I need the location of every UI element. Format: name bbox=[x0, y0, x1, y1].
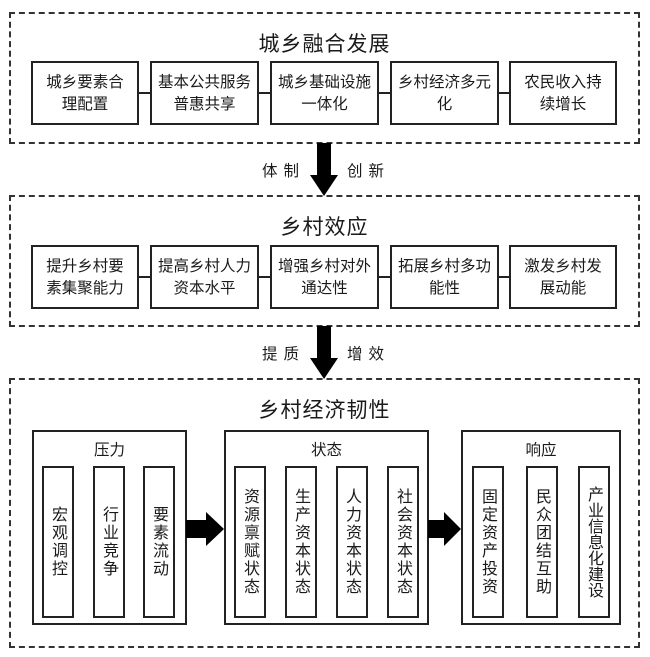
node-box: 提升乡村要素集聚能力 bbox=[31, 245, 139, 309]
right-arrow-icon bbox=[428, 512, 461, 546]
indicator-label: 生产资本状态 bbox=[292, 488, 311, 596]
arrow-label-right: 增效 bbox=[347, 345, 391, 363]
connector-line bbox=[259, 92, 270, 94]
indicator-column: 社会资本状态 bbox=[387, 466, 419, 618]
node-box: 城乡基础设施一体化 bbox=[270, 61, 379, 125]
section-title: 乡村效应 bbox=[280, 215, 369, 239]
node-box: 城乡要素合理配置 bbox=[31, 61, 139, 125]
indicator-label: 社会资本状态 bbox=[394, 488, 413, 596]
panel-title: 响应 bbox=[525, 441, 557, 459]
connector-line bbox=[379, 92, 390, 94]
indicator-column: 行业竞争 bbox=[93, 466, 125, 618]
indicator-column: 资源禀赋状态 bbox=[234, 466, 266, 618]
indicator-label: 行业竞争 bbox=[100, 506, 119, 578]
section-rural-economic-resilience: 乡村经济韧性 bbox=[9, 378, 640, 648]
node-box: 基本公共服务普惠共享 bbox=[150, 61, 259, 125]
connector-line bbox=[499, 92, 509, 94]
down-arrow-icon bbox=[310, 143, 338, 196]
right-arrow-icon bbox=[186, 512, 224, 546]
arrow-label-left: 体制 bbox=[262, 162, 306, 180]
indicator-label: 民众团结互助 bbox=[533, 488, 552, 596]
arrow-label-left: 提质 bbox=[262, 345, 306, 363]
connector-line bbox=[259, 276, 270, 278]
connector-line bbox=[139, 276, 150, 278]
section-title: 乡村经济韧性 bbox=[258, 398, 391, 422]
node-box: 增强乡村对外通达性 bbox=[270, 245, 379, 309]
indicator-column: 产业信息化建设 bbox=[578, 466, 610, 618]
indicator-column: 人力资本状态 bbox=[336, 466, 368, 618]
indicator-label: 人力资本状态 bbox=[343, 488, 362, 596]
indicator-column: 要素流动 bbox=[143, 466, 175, 618]
response-panel: 响应 bbox=[461, 430, 621, 625]
node-box: 乡村经济多元化 bbox=[390, 61, 499, 125]
indicator-label: 要素流动 bbox=[150, 506, 169, 578]
node-box: 农民收入持续增长 bbox=[509, 61, 617, 125]
indicator-label: 产业信息化建设 bbox=[585, 486, 604, 598]
connector-line bbox=[499, 276, 509, 278]
indicator-column: 生产资本状态 bbox=[285, 466, 317, 618]
node-box: 提高乡村人力资本水平 bbox=[150, 245, 259, 309]
indicator-column: 民众团结互助 bbox=[526, 466, 558, 618]
arrow-label-right: 创新 bbox=[347, 162, 391, 180]
panel-title: 压力 bbox=[93, 441, 125, 459]
section-title: 城乡融合发展 bbox=[258, 32, 391, 56]
indicator-column: 固定资产投资 bbox=[472, 466, 504, 618]
indicator-label: 资源禀赋状态 bbox=[241, 488, 260, 596]
indicator-column: 宏观调控 bbox=[42, 466, 74, 618]
state-panel: 状态 bbox=[224, 430, 429, 625]
connector-line bbox=[379, 276, 390, 278]
indicator-label: 宏观调控 bbox=[49, 506, 68, 578]
panel-title: 状态 bbox=[310, 441, 342, 459]
node-box: 激发乡村发展动能 bbox=[509, 245, 617, 309]
down-arrow-icon bbox=[310, 326, 338, 379]
node-box: 拓展乡村多功能性 bbox=[390, 245, 499, 309]
connector-line bbox=[139, 92, 150, 94]
indicator-label: 固定资产投资 bbox=[479, 488, 498, 596]
